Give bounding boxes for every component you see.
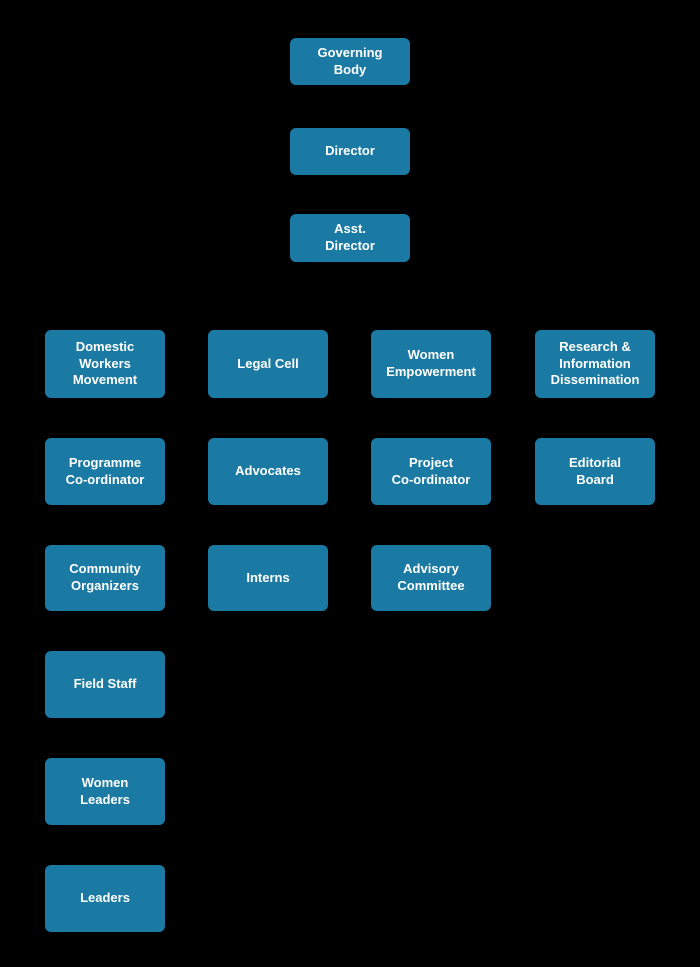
org-box-interns: Interns: [208, 545, 328, 611]
org-box-legal-cell: Legal Cell: [208, 330, 328, 398]
org-box-leaders: Leaders: [45, 865, 165, 932]
org-box-field-staff: Field Staff: [45, 651, 165, 718]
org-box-women-leaders: Women Leaders: [45, 758, 165, 825]
org-box-women-empowerment: Women Empowerment: [371, 330, 491, 398]
org-box-domestic-workers-movement: Domestic Workers Movement: [45, 330, 165, 398]
org-box-project-co-ordinator: Project Co-ordinator: [371, 438, 491, 505]
org-box-asst-director: Asst. Director: [290, 214, 410, 262]
org-box-director: Director: [290, 128, 410, 175]
org-box-research-information-dissemination: Research & Information Dissemination: [535, 330, 655, 398]
org-box-advocates: Advocates: [208, 438, 328, 505]
org-box-community-organizers: Community Organizers: [45, 545, 165, 611]
org-box-editorial-board: Editorial Board: [535, 438, 655, 505]
org-box-programme-co-ordinator: Programme Co-ordinator: [45, 438, 165, 505]
org-box-governing-body: Governing Body: [290, 38, 410, 85]
org-box-advisory-committee: Advisory Committee: [371, 545, 491, 611]
